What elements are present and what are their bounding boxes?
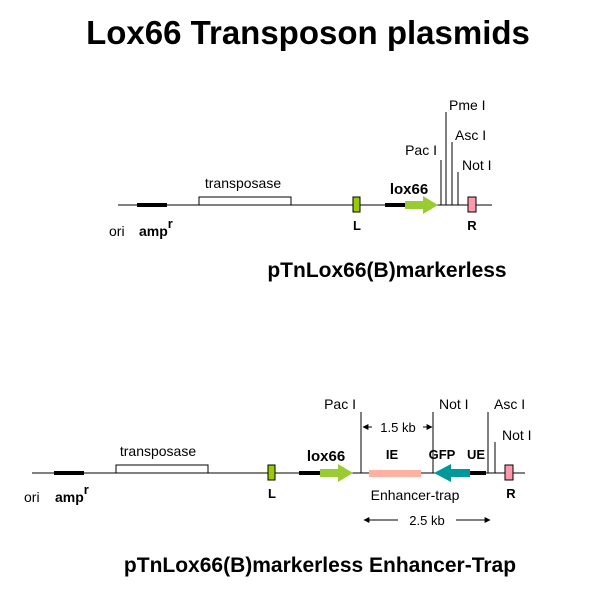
plasmid2-name: pTnLox66(B)markerless Enhancer-Trap <box>124 554 516 577</box>
plasmid2-pac-label: Pac I <box>324 396 356 412</box>
plasmid1-amp-superscript: r <box>168 216 173 231</box>
plasmid1-asc-label: Asc I <box>455 127 486 143</box>
plasmid1-L-label: L <box>353 218 361 233</box>
plasmid1-left-end <box>352 196 361 213</box>
plasmid1-lox66-label: lox66 <box>390 181 428 198</box>
plasmid2-lox66-label: lox66 <box>307 448 345 465</box>
plasmid1-R-label: R <box>467 218 477 233</box>
plasmid2-right-end <box>504 464 514 481</box>
plasmid2-gfp-label: GFP <box>429 447 456 462</box>
plasmid2-L-label: L <box>268 486 276 501</box>
plasmid1-pme-label: Pme I <box>449 97 486 113</box>
plasmid2-asc-label: Asc I <box>494 396 525 412</box>
plasmid1-transposase-box <box>198 196 292 206</box>
plasmid2-R-label: R <box>506 486 516 501</box>
plasmid1-transposase-label: transposase <box>205 175 281 191</box>
plasmid1-right-end <box>467 196 477 213</box>
plasmid2-ie-bar <box>369 470 421 477</box>
plasmid2-ie-label: IE <box>386 447 399 462</box>
plasmid1-pac-label: Pac I <box>405 142 437 158</box>
plasmid1-not-label: Not I <box>462 157 492 173</box>
plasmid2-transposase-box <box>115 464 209 474</box>
page-title: Lox66 Transposon plasmids <box>86 14 530 51</box>
plasmid1-map: Pac I Pme I Asc I Not I transposase lox6… <box>109 97 492 239</box>
plasmid2-not-label-1: Not I <box>439 396 469 412</box>
plasmid2-not-label-2: Not I <box>502 427 532 443</box>
plasmid2-gfp-arrow <box>434 464 470 482</box>
plasmid2-left-end <box>267 464 276 481</box>
plasmid2-amp-superscript: r <box>84 482 89 497</box>
plasmid2-ue-label: UE <box>467 447 485 462</box>
plasmid1-lox66-arrow <box>405 196 438 214</box>
plasmid2-transposase-label: transposase <box>120 443 196 459</box>
plasmid1-ori-label: ori <box>109 223 125 239</box>
plasmid2-map: Pac I Not I Asc I Not I 1.5 kb IE GFP UE… <box>24 396 532 528</box>
plasmid2-2.5kb-label: 2.5 kb <box>409 513 444 528</box>
plasmid1-name: pTnLox66(B)markerless <box>267 259 506 282</box>
plasmid1-amp-text: amp <box>139 223 168 239</box>
plasmid2-enhancer-label: Enhancer-trap <box>371 487 460 503</box>
plasmid2-lox66-arrow <box>320 464 353 482</box>
plasmid1-amp-label: ampr <box>139 216 173 239</box>
plasmid2-ori-label: ori <box>24 489 40 505</box>
plasmid2-amp-label: ampr <box>55 482 89 505</box>
plasmid2-amp-text: amp <box>55 489 84 505</box>
plasmid2-1.5kb-label: 1.5 kb <box>380 420 415 435</box>
